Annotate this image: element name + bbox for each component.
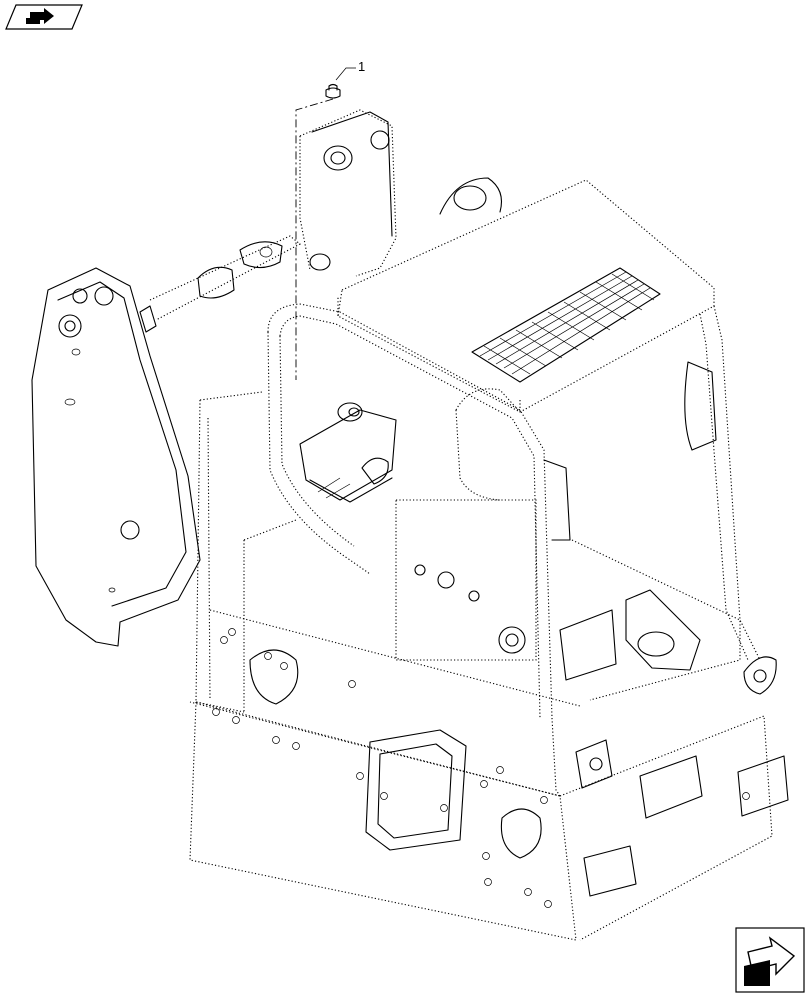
- left-loader-arm: [31, 267, 201, 647]
- chassis: [189, 391, 789, 941]
- roof-grille: [471, 267, 661, 383]
- next-page-arrow-icon[interactable]: [735, 927, 805, 993]
- bolt-part: [325, 83, 341, 99]
- rear-tower: [299, 109, 503, 277]
- prev-page-arrow-icon[interactable]: [5, 4, 83, 30]
- cab-roof: [337, 179, 715, 413]
- callout-1-label: 1: [358, 59, 365, 74]
- front-pivot: [575, 656, 777, 789]
- callout-1: 1: [295, 59, 365, 380]
- cab-interior: [299, 402, 741, 701]
- rear-crossbar: [139, 235, 301, 333]
- machine-frame-drawing: [31, 109, 789, 941]
- cab-frame: [267, 303, 761, 719]
- chassis-studs: [212, 628, 750, 908]
